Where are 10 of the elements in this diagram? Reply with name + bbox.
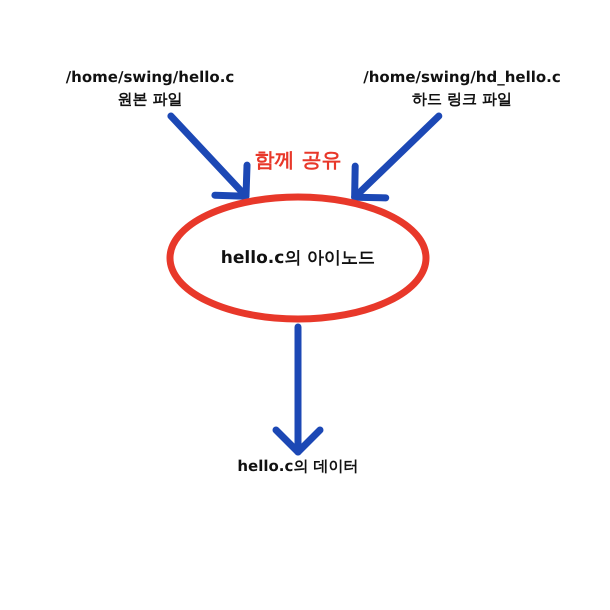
arrow xyxy=(272,324,324,456)
data-label: hello.c의 데이터 xyxy=(237,456,359,477)
file-description: 원본 파일 xyxy=(117,89,183,110)
arrow xyxy=(167,112,251,200)
file-description: 하드 링크 파일 xyxy=(412,89,512,110)
shared-label: 함께 공유 xyxy=(254,146,342,174)
file-path: /home/swing/hd_hello.c xyxy=(363,67,561,88)
arrow xyxy=(351,112,442,202)
ellipse-label: hello.c의 아이노드 xyxy=(220,247,376,269)
file-path: /home/swing/hello.c xyxy=(66,67,234,88)
